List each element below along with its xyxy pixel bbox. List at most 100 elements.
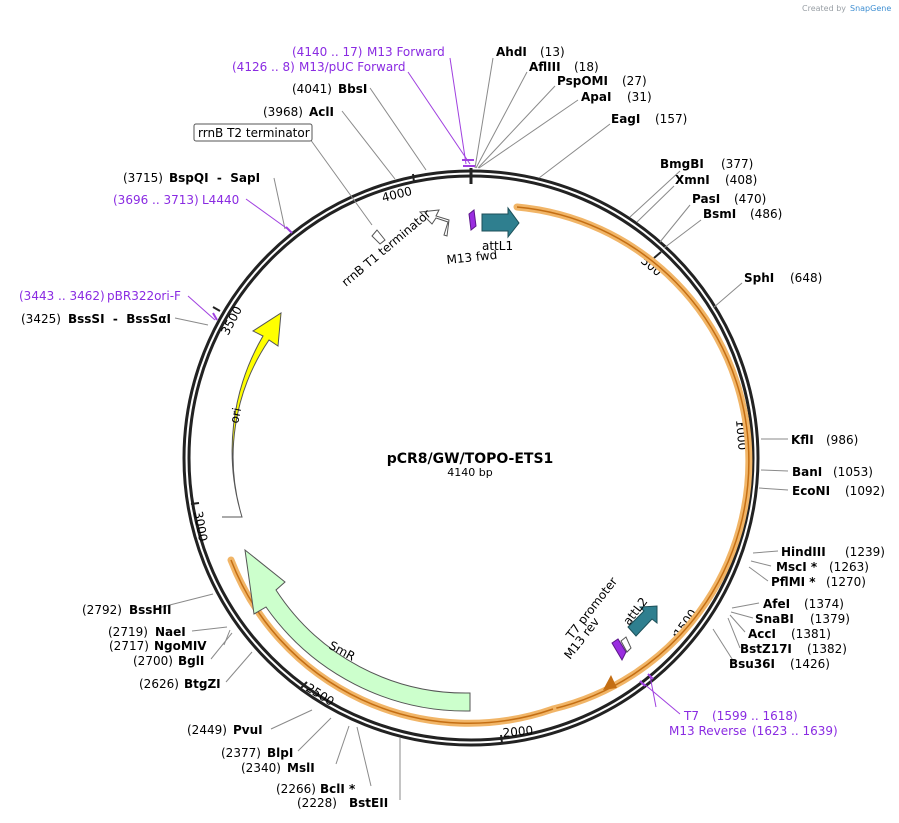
attl2-feature (627, 605, 658, 637)
primer-m13-forward-range: (4140 .. 17) (292, 45, 362, 59)
tick-label-4000: 4000 (380, 184, 413, 205)
plasmid-name: pCR8/GW/TOPO-ETS1 (387, 451, 554, 467)
enzyme-kfli: KflI (791, 433, 814, 447)
enzyme-bsssi: BssSI - BssSαI (68, 312, 171, 326)
primer-m13-reverse-range: (1623 .. 1639) (752, 724, 838, 738)
enzyme-bsmi: BsmI (703, 207, 736, 221)
enzyme-sphi: SphI (744, 271, 774, 285)
primer-m13puc-forward: M13/pUC Forward (299, 60, 406, 74)
enzyme-pflmi-pos: (1270) (826, 575, 866, 589)
enzyme-kfli-pos: (986) (826, 433, 858, 447)
m13fwd-feature (468, 209, 477, 231)
enzyme-bstz17i-pos: (1382) (807, 642, 847, 656)
t7promoter-feature (620, 636, 632, 653)
enzyme-econi: EcoNI (792, 484, 830, 498)
primer-t7-range: (1599 .. 1618) (712, 709, 798, 723)
enzyme-bspqi-pos: (3715) (123, 171, 163, 185)
enzyme-pvui-pos: (2449) (187, 723, 227, 737)
enzyme-bcli: BclI * (320, 782, 356, 796)
attl1-feature (481, 206, 520, 239)
enzyme-bmgbi: BmgBI (660, 157, 704, 171)
enzyme-bsshii: BssHII (129, 603, 171, 617)
enzyme-ahdi: AhdI (496, 45, 527, 59)
enzyme-ahdi-pos: (13) (540, 45, 565, 59)
primer-ticks (212, 159, 654, 687)
enzyme-bstz17i: BstZ17I (740, 642, 792, 656)
enzyme-acci: AccI (748, 627, 776, 641)
enzyme-msli-pos: (2340) (241, 761, 281, 775)
enzyme-pflmi: PflMI * (771, 575, 816, 589)
tick-label-3000: 3000 (191, 510, 210, 543)
enzyme-msci: MscI * (776, 560, 818, 574)
primer-l4440: L4440 (202, 193, 239, 207)
enzyme-acli: AclI (309, 105, 334, 119)
enzyme-econi-pos: (1092) (845, 484, 885, 498)
m13fwd-label: M13 fwd (446, 248, 498, 267)
tick-label-3500: 3500 (218, 304, 245, 338)
enzyme-acli-pos: (3968) (263, 105, 303, 119)
rrnbt1-feature (418, 209, 450, 237)
enzyme-bsshii-pos: (2792) (82, 603, 122, 617)
enzyme-hindiii-pos: (1239) (845, 545, 885, 559)
enzyme-acci-pos: (1381) (791, 627, 831, 641)
enzyme-bspqi: BspQI - SapI (169, 171, 260, 185)
primer-pbr322ori-range: (3443 .. 3462) (19, 289, 105, 303)
rrnbt1-label: rrnB T1 terminator (339, 207, 434, 290)
enzyme-eagi: EagI (611, 112, 640, 126)
enzyme-bbsi-pos: (4041) (292, 82, 332, 96)
enzyme-bsteii: BstEII (349, 796, 388, 810)
enzyme-apai: ApaI (581, 90, 611, 104)
primer-t7: T7 (683, 709, 699, 723)
primer-m13-reverse: M13 Reverse (669, 724, 747, 738)
enzyme-naei: NaeI (155, 625, 186, 639)
enzyme-pasi: PasI (692, 192, 720, 206)
rrnbt2-label-box (193, 123, 313, 142)
enzyme-sphi-pos: (648) (790, 271, 822, 285)
plasmid-length: 4140 bp (447, 466, 492, 479)
enzyme-pspomi-pos: (27) (622, 74, 647, 88)
enzyme-blpi-pos: (2377) (221, 746, 261, 760)
primer-pbr322ori: pBR322ori-F (107, 289, 181, 303)
enzyme-afliii-pos: (18) (574, 60, 599, 74)
enzyme-leaders (153, 57, 789, 800)
enzyme-bsu36i-pos: (1426) (790, 657, 830, 671)
enzyme-ngomiv-pos: (2717) (109, 639, 149, 653)
tick-label-2000: 2000 (502, 723, 534, 740)
enzyme-bmgbi-pos: (377) (721, 157, 753, 171)
enzyme-msli: MslI (287, 761, 315, 775)
snapgene-logo: SnapGene (850, 4, 891, 13)
enzyme-snabi: SnaBI (755, 612, 794, 626)
enzyme-bbsi: BbsI (338, 82, 367, 96)
rrnbt2-label: rrnB T2 terminator (198, 126, 310, 140)
primer-m13puc-forward-range: (4126 .. 8) (232, 60, 295, 74)
primer-leaders (187, 57, 681, 715)
attl1-label: attL1 (482, 239, 513, 253)
enzyme-btgzi: BtgZI (184, 677, 221, 691)
smr-feature (244, 548, 471, 712)
enzyme-naei-pos: (2719) (108, 625, 148, 639)
rrnbt2-leader (309, 138, 373, 226)
enzyme-snabi-pos: (1379) (810, 612, 850, 626)
enzyme-bcli-pos: (2266) (276, 782, 316, 796)
enzyme-pspomi: PspOMI (557, 74, 608, 88)
m13rev-feature (611, 638, 627, 662)
enzyme-afei: AfeI (763, 597, 790, 611)
enzyme-afliii: AflIII (529, 60, 561, 74)
enzyme-pvui: PvuI (233, 723, 263, 737)
enzyme-hindiii: HindIII (781, 545, 826, 559)
enzyme-bgli: BglI (178, 654, 204, 668)
enzyme-msci-pos: (1263) (829, 560, 869, 574)
credit-text: Created by (802, 4, 846, 13)
ets1-insert-arrowhead (603, 675, 617, 690)
enzyme-eagi-pos: (157) (655, 112, 687, 126)
ori-label: ori (227, 406, 244, 424)
enzyme-bsssi-pos: (3425) (21, 312, 61, 326)
primer-m13-forward: M13 Forward (367, 45, 445, 59)
enzyme-xmni-pos: (408) (725, 173, 757, 187)
enzyme-pasi-pos: (470) (734, 192, 766, 206)
enzyme-bsu36i: Bsu36I (729, 657, 775, 671)
enzyme-bani: BanI (792, 465, 822, 479)
enzyme-xmni: XmnI (675, 173, 710, 187)
enzyme-ngomiv: NgoMIV (154, 639, 207, 653)
